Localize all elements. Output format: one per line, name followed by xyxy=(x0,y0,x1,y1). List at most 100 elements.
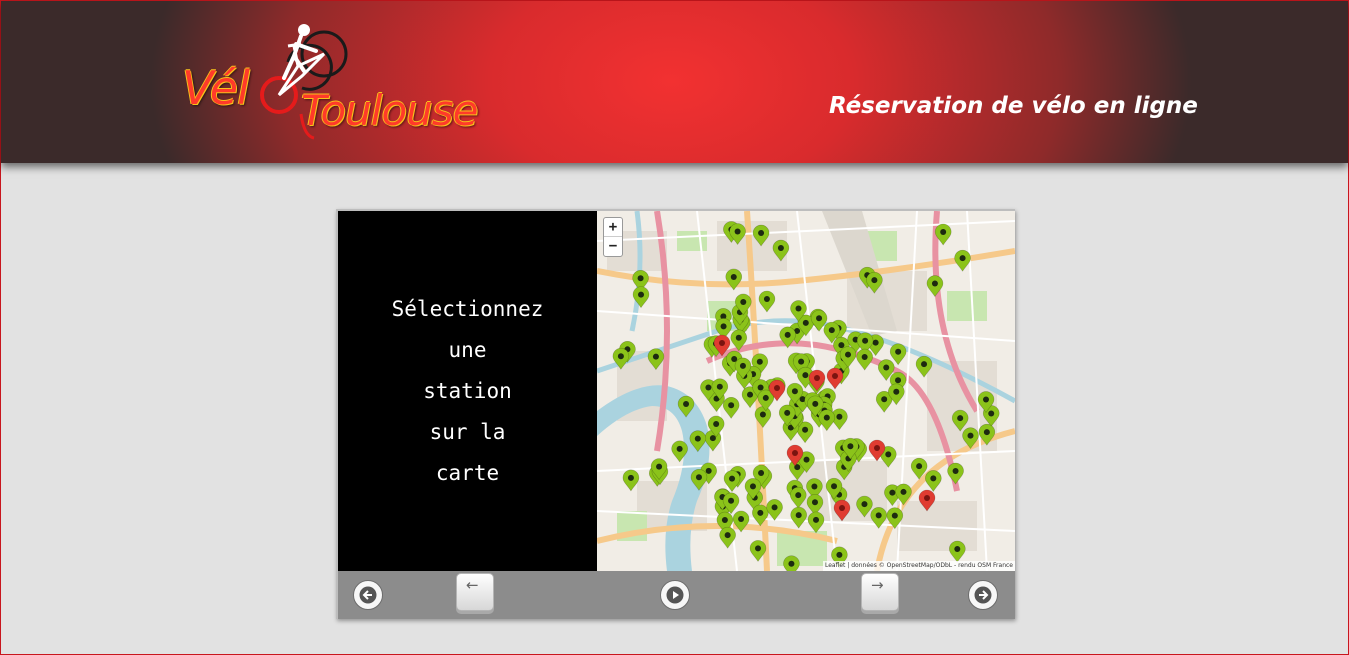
station-marker-dot xyxy=(792,450,798,456)
station-marker-dot xyxy=(861,501,868,508)
keyboard-right-key[interactable]: → xyxy=(861,573,899,611)
zoom-control: + − xyxy=(603,217,623,257)
velo-toulouse-logo[interactable]: Vél Toulouse xyxy=(176,16,506,146)
logo-text-velo: Vél xyxy=(182,61,250,115)
station-marker-dot xyxy=(787,424,794,431)
station-marker-dot xyxy=(816,315,823,322)
station-marker-dot xyxy=(924,495,930,501)
station-marker-dot xyxy=(739,362,746,369)
prev-slide-button[interactable] xyxy=(353,580,383,610)
station-marker-dot xyxy=(930,475,937,482)
station-marker-dot xyxy=(652,353,659,360)
station-marker-dot xyxy=(695,474,702,481)
station-marker-dot xyxy=(627,474,634,481)
station-marker-dot xyxy=(799,396,806,403)
play-circle-icon xyxy=(666,586,684,604)
station-marker-dot xyxy=(885,451,892,458)
station-marker-dot xyxy=(967,432,974,439)
station-marker-dot xyxy=(983,396,990,403)
station-marker-dot xyxy=(758,230,765,237)
station-marker-dot xyxy=(823,414,830,421)
station-marker-dot xyxy=(811,483,818,490)
station-marker-dot xyxy=(988,410,995,417)
station-marker-dot xyxy=(983,429,990,436)
station-marker-dot xyxy=(811,499,818,506)
station-marker-dot xyxy=(759,411,766,418)
keyboard-left-key[interactable]: ← xyxy=(456,573,494,611)
zoom-in-button[interactable]: + xyxy=(604,218,622,237)
station-marker-dot xyxy=(709,435,716,442)
station-marker-dot xyxy=(777,245,784,252)
station-marker-dot xyxy=(756,358,763,365)
station-marker-dot xyxy=(757,509,764,516)
station-marker-dot xyxy=(852,336,859,343)
station-marker-dot xyxy=(729,475,736,482)
station-marker-dot xyxy=(728,497,735,504)
station-marker-dot xyxy=(794,327,801,334)
station-marker-dot xyxy=(838,342,845,349)
station-marker-dot xyxy=(940,228,947,235)
station-marker-dot xyxy=(798,358,805,365)
station-marker-dot xyxy=(762,394,769,401)
station-marker-dot xyxy=(794,464,801,471)
station-marker-dot xyxy=(836,551,843,558)
station-marker-dot xyxy=(802,426,809,433)
station-marker-dot xyxy=(813,516,820,523)
play-button[interactable] xyxy=(660,580,690,610)
logo-text-toulouse: Toulouse xyxy=(301,86,478,135)
station-marker-dot xyxy=(875,512,882,519)
keyboard-left-arrow-icon: ← xyxy=(466,576,479,594)
station-marker-dot xyxy=(889,489,896,496)
station-marker-dot xyxy=(713,420,720,427)
station-marker-dot xyxy=(832,373,838,379)
station-marker-dot xyxy=(862,337,869,344)
station-marker-dot xyxy=(931,280,938,287)
map-tiles[interactable] xyxy=(597,211,1015,571)
slideshow-controls: ← → xyxy=(338,571,1015,619)
station-marker-dot xyxy=(893,388,900,395)
arrow-left-circle-icon xyxy=(359,586,377,604)
station-marker-dot xyxy=(757,384,764,391)
station-marker-dot xyxy=(738,515,745,522)
station-marker-dot xyxy=(683,401,690,408)
stations-map[interactable]: + − Leaflet | données © OpenStreetMap/OD… xyxy=(597,211,1015,571)
station-marker-dot xyxy=(847,443,854,450)
station-marker-dot xyxy=(831,483,838,490)
arrow-right-circle-icon xyxy=(974,586,992,604)
station-marker-dot xyxy=(638,291,645,298)
station-marker-dot xyxy=(694,435,701,442)
station-marker-dot xyxy=(795,512,802,519)
station-marker-dot xyxy=(795,305,802,312)
slideshow: Sélectionnez une station sur la carte xyxy=(336,209,1015,619)
station-marker-dot xyxy=(784,409,791,416)
station-marker-dot xyxy=(871,277,878,284)
station-marker-dot xyxy=(874,445,880,451)
zoom-out-button[interactable]: − xyxy=(608,238,618,254)
station-marker-dot xyxy=(728,402,735,409)
station-marker-dot xyxy=(891,512,898,519)
station-marker-dot xyxy=(916,463,923,470)
station-marker-dot xyxy=(749,483,756,490)
station-marker-dot xyxy=(758,469,765,476)
station-marker-dot xyxy=(784,331,791,338)
station-marker-dot xyxy=(637,275,644,282)
station-marker-dot xyxy=(730,273,737,280)
map-attribution[interactable]: Leaflet | données © OpenStreetMap/ODbL -… xyxy=(822,561,1015,571)
station-marker-dot xyxy=(656,463,663,470)
station-marker-dot xyxy=(921,361,928,368)
next-slide-button[interactable] xyxy=(968,580,998,610)
station-marker-dot xyxy=(952,468,959,475)
station-marker-dot xyxy=(720,323,727,330)
station-marker-dot xyxy=(705,384,712,391)
bicycle-icon xyxy=(260,24,348,140)
station-marker-dot xyxy=(883,364,890,371)
instruction-panel: Sélectionnez une station sur la carte xyxy=(338,211,597,571)
station-marker-dot xyxy=(771,504,778,511)
station-marker-dot xyxy=(795,492,802,499)
station-marker-dot xyxy=(839,505,845,511)
station-marker-dot xyxy=(791,388,798,395)
station-marker-dot xyxy=(724,532,731,539)
station-marker-dot xyxy=(861,354,868,361)
station-marker-dot xyxy=(828,327,835,334)
instruction-text: Sélectionnez une station sur la carte xyxy=(391,296,544,485)
